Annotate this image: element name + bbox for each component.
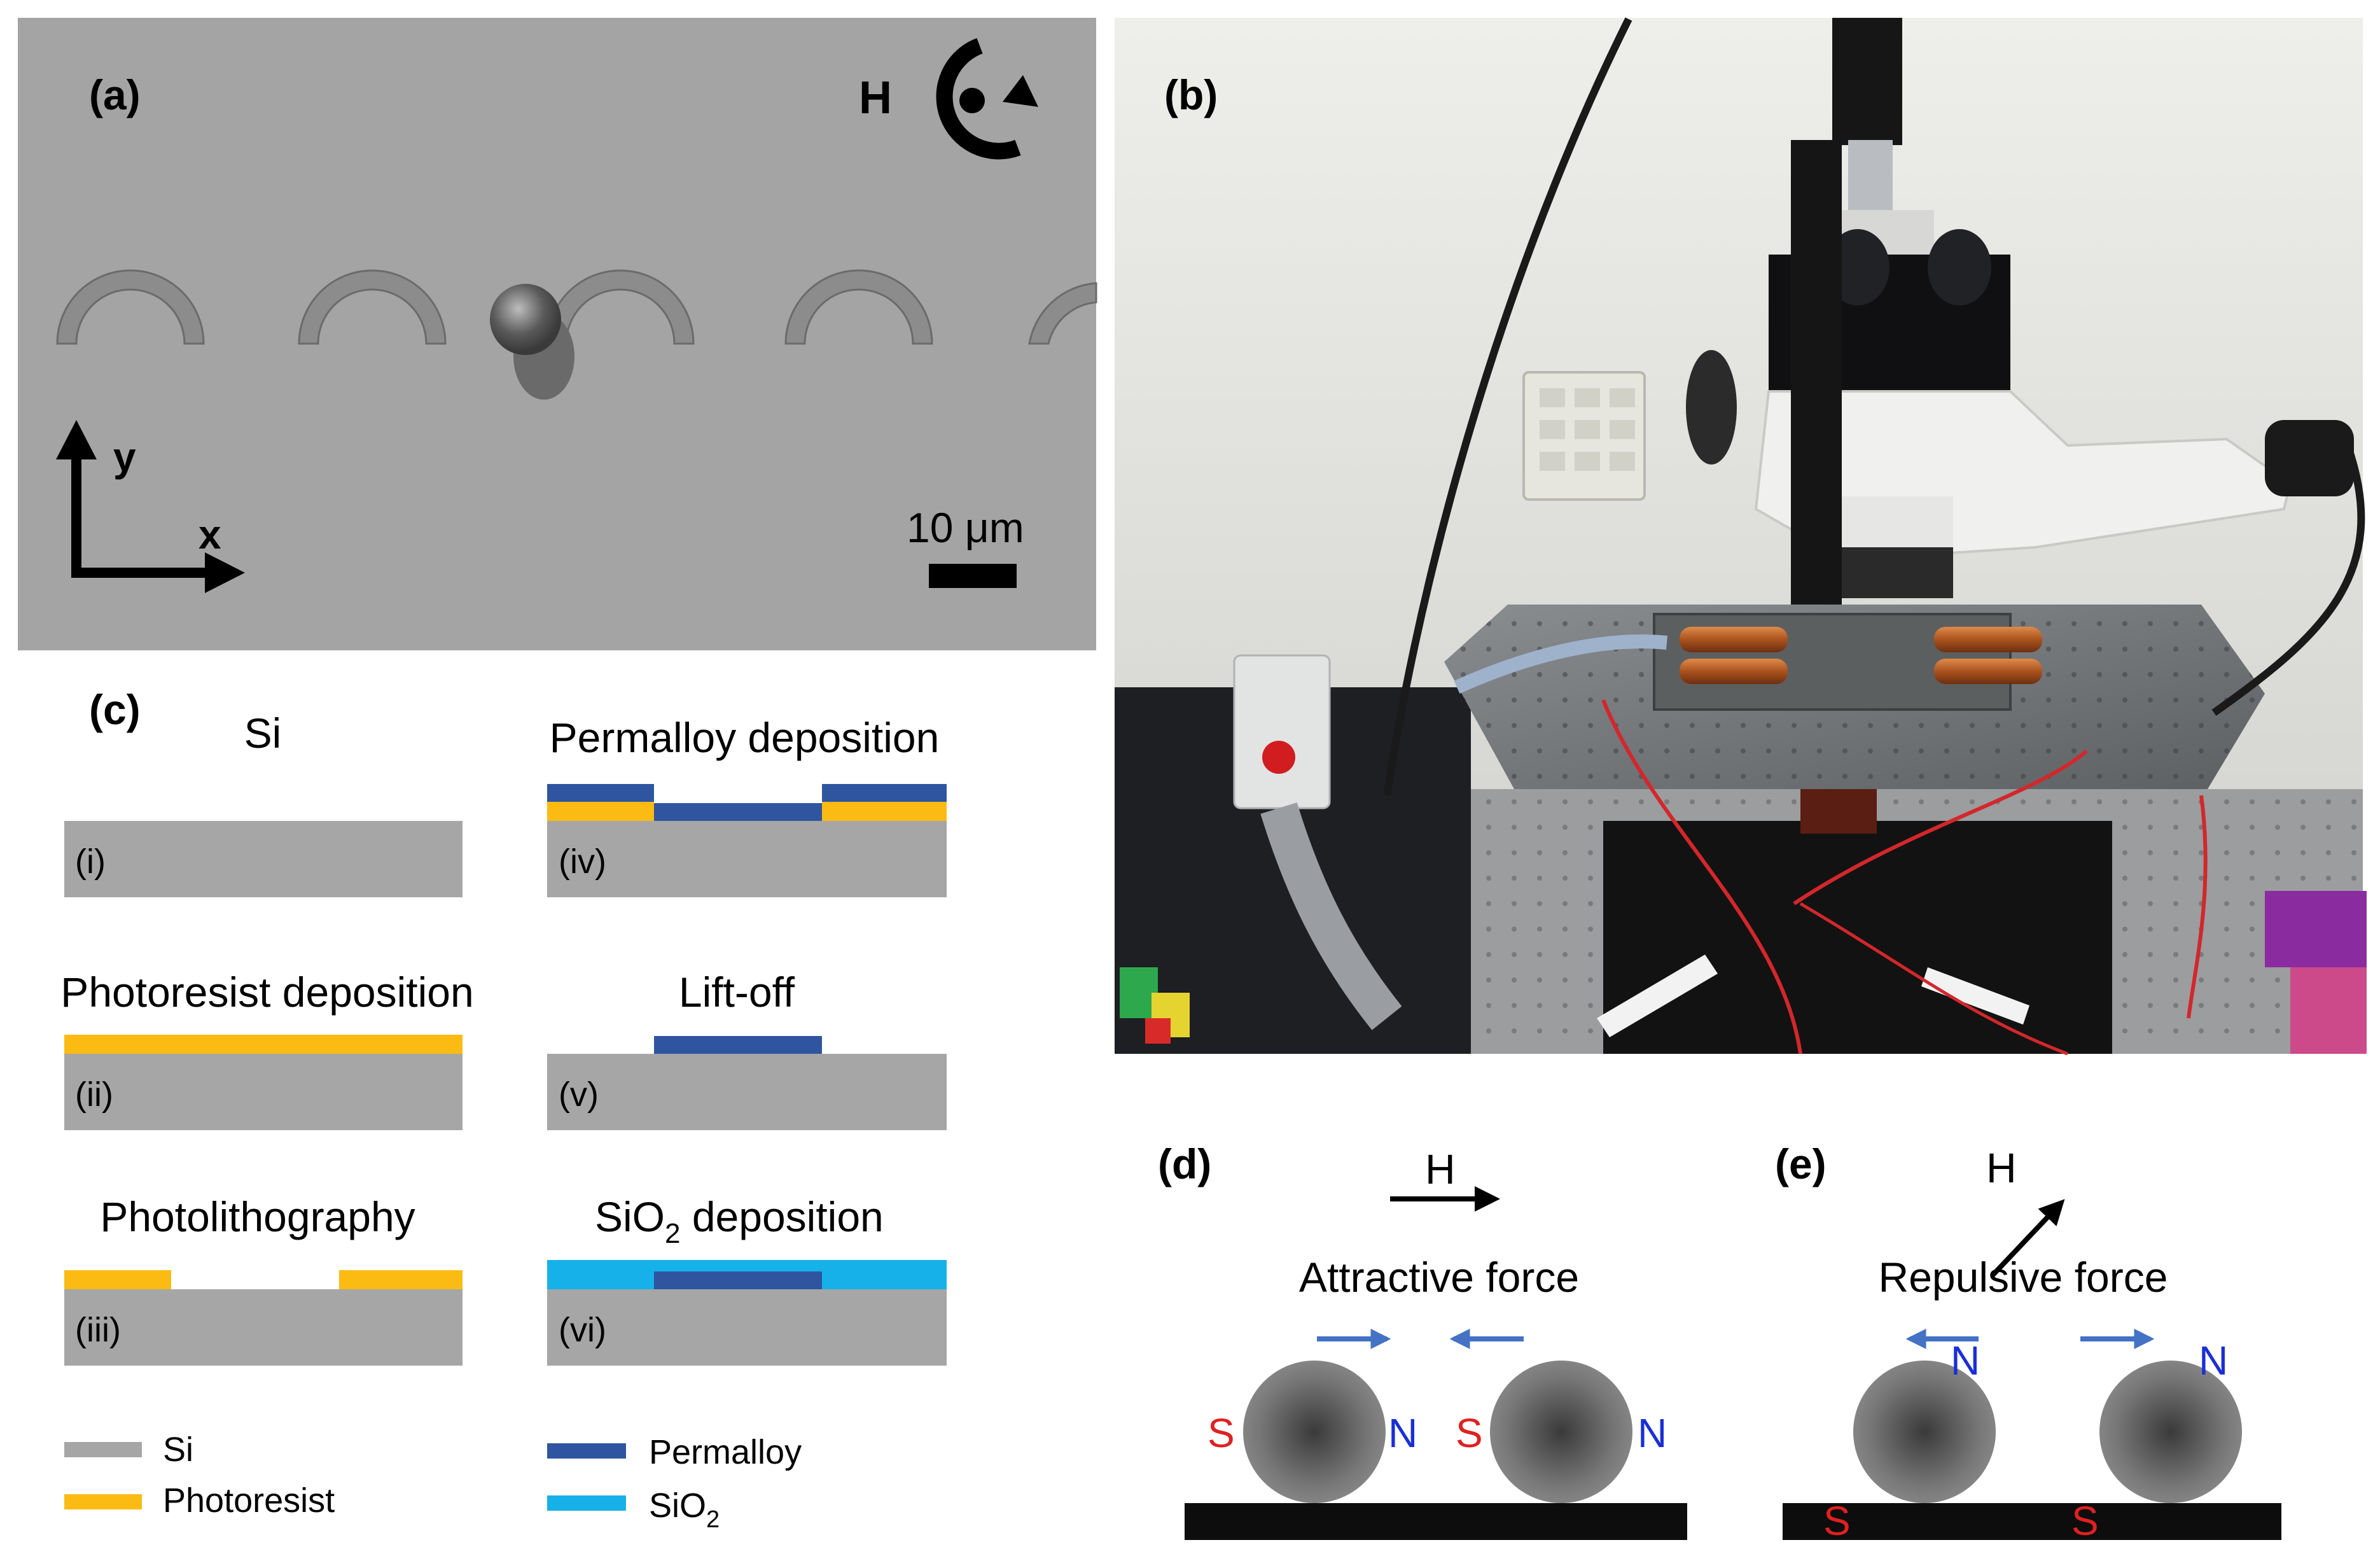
step-ii-title: Photoresist deposition [60, 969, 473, 1016]
legend-label-si: Si [163, 1431, 193, 1469]
step-vi-title: SiO2 deposition [595, 1193, 884, 1249]
magnetic-bead [490, 284, 561, 355]
legend-swatch-si [64, 1442, 142, 1457]
legend-label-sio2: SiO2 [649, 1487, 720, 1533]
legend-swatch-sio2 [547, 1495, 626, 1511]
panel-d: (d) H Attractive force S N S N [1158, 1140, 1687, 1540]
panel-d-field-label: H [1425, 1145, 1456, 1193]
coil-left [1680, 627, 1788, 684]
step-iii-si [64, 1289, 463, 1366]
panel-b-label: (b) [1164, 71, 1218, 118]
step-iv-permalloy-left [547, 784, 654, 802]
step-iv-permalloy-middle [654, 803, 822, 821]
step-i-si [64, 821, 463, 897]
rotation-icon [936, 38, 1038, 160]
substrate-d [1185, 1503, 1687, 1540]
control-box [1233, 654, 1331, 809]
step-iv-permalloy-right [822, 784, 947, 802]
step-v-index: (v) [559, 1075, 599, 1114]
particle-e-left [1853, 1361, 1996, 1503]
panel-a: (a) H y x [18, 18, 1097, 650]
material-legend: Si Photoresist Permalloy SiO2 [64, 1431, 802, 1533]
step-iv-photoresist-left [547, 802, 654, 821]
panel-d-force-label: Attractive force [1299, 1254, 1579, 1301]
half-ring-track [56, 269, 1097, 345]
step-iv-si [547, 821, 947, 897]
step-iv-index: (iv) [559, 843, 606, 881]
scale-bar [929, 564, 1017, 588]
pole-d-right-s: S [1456, 1410, 1483, 1456]
axes-icon [56, 420, 245, 593]
step-ii-photoresist [64, 1035, 463, 1054]
panel-d-label: (d) [1158, 1140, 1211, 1187]
legend-swatch-permalloy [547, 1443, 626, 1459]
panel-e-field-arrow [1991, 1199, 2065, 1277]
step-v-si [547, 1054, 947, 1130]
particle-d-right [1490, 1361, 1632, 1503]
panel-a-field-label: H [859, 73, 892, 123]
panel-c: (c) Si (i) Photoresist deposition (ii) P… [60, 686, 947, 1533]
pole-e-left-n: N [1951, 1338, 1980, 1383]
particle-e-right [2099, 1361, 2242, 1503]
step-iii-title: Photolithography [100, 1193, 415, 1240]
step-i-title: Si [244, 710, 282, 757]
scale-bar-label: 10 μm [907, 504, 1024, 551]
panel-b-photo [1115, 17, 2367, 1056]
panel-e: (e) H Repulsive force N N S S [1775, 1140, 2281, 1544]
panel-a-label: (a) [89, 71, 141, 118]
panel-c-label: (c) [89, 686, 141, 733]
step-i-index: (i) [75, 843, 106, 881]
legend-label-photoresist: Photoresist [163, 1481, 335, 1520]
panel-e-force-label: Repulsive force [1879, 1254, 2168, 1301]
step-iii-index: (iii) [75, 1311, 121, 1349]
axis-x-label: x [198, 512, 221, 557]
axis-y-label: y [113, 434, 136, 480]
step-iii-photoresist-right [339, 1270, 463, 1289]
particle-d-left [1243, 1361, 1386, 1503]
step-vi-index: (vi) [559, 1311, 606, 1349]
step-iv-title: Permalloy deposition [550, 714, 940, 761]
panel-e-field-label: H [1986, 1144, 2017, 1191]
pole-d-left-n: N [1388, 1410, 1417, 1456]
pole-d-left-s: S [1207, 1410, 1235, 1456]
step-ii-si [64, 1054, 463, 1130]
pole-e-right-n: N [2199, 1338, 2228, 1383]
pole-d-right-n: N [1638, 1410, 1667, 1456]
legend-label-permalloy: Permalloy [649, 1433, 802, 1471]
substrate-e [1783, 1503, 2281, 1540]
step-vi-permalloy [654, 1271, 822, 1289]
step-vi-si [547, 1289, 947, 1366]
step-iv-photoresist-right [822, 802, 947, 821]
coil-right [1934, 627, 2042, 684]
legend-swatch-photoresist [64, 1494, 142, 1509]
step-ii-index: (ii) [75, 1075, 113, 1114]
pole-e-right-s: S [2071, 1498, 2099, 1544]
step-v-permalloy [654, 1036, 822, 1054]
panel-e-label: (e) [1775, 1140, 1827, 1187]
pole-e-left-s: S [1823, 1498, 1851, 1544]
step-v-title: Lift-off [679, 969, 795, 1016]
step-iii-photoresist-left [64, 1270, 171, 1289]
